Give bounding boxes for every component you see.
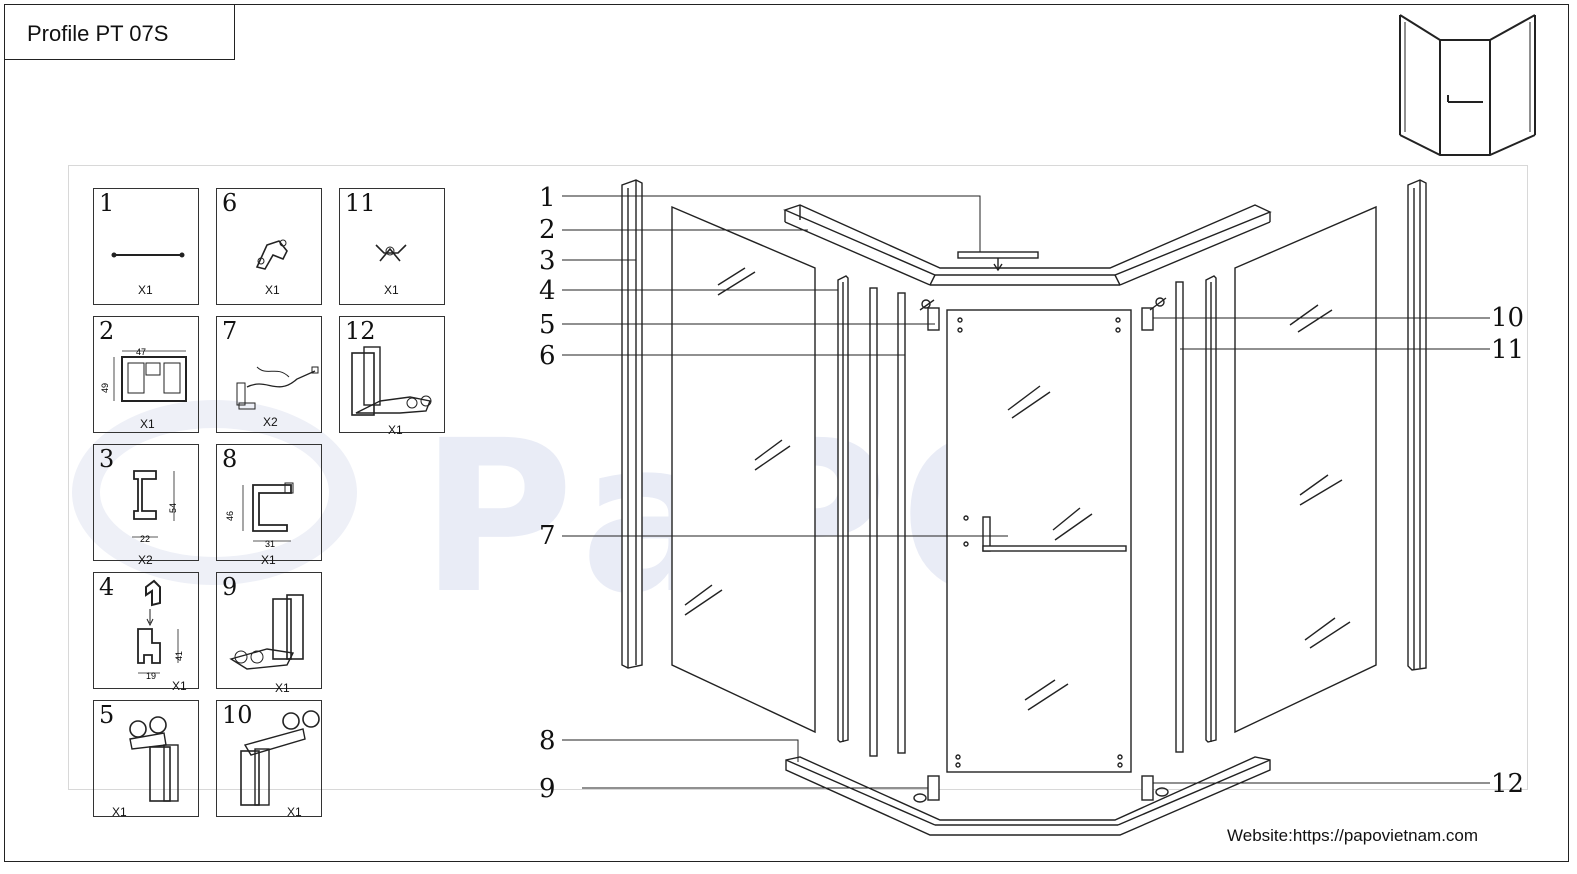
part-quantity: X1 [261, 553, 276, 567]
top-connector [957, 251, 1039, 272]
part-quantity: X1 [112, 805, 127, 819]
part-8-icon [242, 482, 294, 542]
part-quantity: X2 [138, 553, 153, 567]
title-box: Profile PT 07S [4, 4, 235, 60]
callout-1: 1 [539, 183, 556, 213]
part-3-icon [132, 470, 175, 538]
bottom-roller-left [913, 775, 940, 803]
top-roller-left [919, 299, 940, 331]
part-number: 12 [345, 317, 376, 345]
part-number: 4 [99, 573, 115, 601]
bottom-rail [785, 756, 1271, 836]
drawing-frame [4, 4, 1569, 862]
part-quantity: X1 [287, 805, 302, 819]
left-wall-profile [621, 179, 643, 669]
part-number: 1 [99, 189, 115, 217]
callout-12: 12 [1491, 769, 1525, 799]
part-quantity: X1 [172, 679, 187, 693]
assembled-enclosure-thumbnail [1399, 14, 1536, 156]
callout-8: 8 [539, 726, 556, 756]
bottom-roller-right [1141, 775, 1169, 801]
part-number: 6 [222, 189, 238, 217]
part-7-icon [236, 366, 319, 410]
callout-11: 11 [1491, 335, 1525, 365]
top-roller-right [1141, 297, 1167, 331]
part-10-icon [240, 710, 320, 806]
part-number: 5 [99, 701, 115, 729]
part-quantity: X1 [138, 283, 153, 297]
callout-6: 6 [539, 341, 556, 371]
part-2-icon [113, 350, 187, 402]
part-5-icon [129, 716, 179, 802]
part-1-icon [111, 252, 185, 258]
callout-5: 5 [539, 310, 556, 340]
part-12-icon [351, 346, 432, 416]
part-9-icon [229, 594, 304, 670]
part-quantity: X1 [140, 417, 155, 431]
part-4-icon [137, 579, 179, 674]
right-wall-profile [1407, 179, 1427, 671]
part-quantity: X1 [265, 283, 280, 297]
top-rail [783, 204, 1272, 286]
right-seal-strips [1175, 275, 1217, 753]
left-seal-strips [837, 275, 906, 757]
callout-2: 2 [539, 215, 556, 245]
callout-4: 4 [539, 276, 556, 306]
part-quantity: X1 [384, 283, 399, 297]
part-6-icon [255, 239, 288, 270]
callout-7: 7 [539, 521, 556, 551]
part-number: 11 [345, 189, 376, 217]
part-number: 9 [222, 573, 238, 601]
right-fixed-glass [1234, 205, 1377, 734]
callout-9: 9 [539, 774, 556, 804]
part-quantity: X1 [388, 423, 403, 437]
part-number: 7 [222, 317, 238, 345]
leader-lines [562, 195, 1490, 789]
diagram-area [68, 165, 1528, 790]
part-number: 2 [99, 317, 115, 345]
part-dimension: 47 [136, 347, 147, 357]
part-dimension: 31 [265, 539, 276, 549]
part-number: 3 [99, 445, 115, 473]
callout-10: 10 [1491, 303, 1525, 333]
left-fixed-glass [671, 205, 816, 734]
door-glass [946, 309, 1132, 773]
part-quantity: X1 [275, 681, 290, 695]
part-11-icon [375, 244, 407, 262]
part-quantity: X2 [263, 415, 278, 429]
part-number: 8 [222, 445, 238, 473]
page-title: Profile PT 07S [27, 21, 169, 46]
part-number: 10 [222, 701, 253, 729]
door-handle [982, 516, 1127, 552]
part-dimension: 22 [140, 534, 151, 544]
callout-3: 3 [539, 246, 556, 276]
website-text: Website:https://papovietnam.com [1227, 826, 1479, 845]
part-dimension: 19 [146, 671, 157, 681]
